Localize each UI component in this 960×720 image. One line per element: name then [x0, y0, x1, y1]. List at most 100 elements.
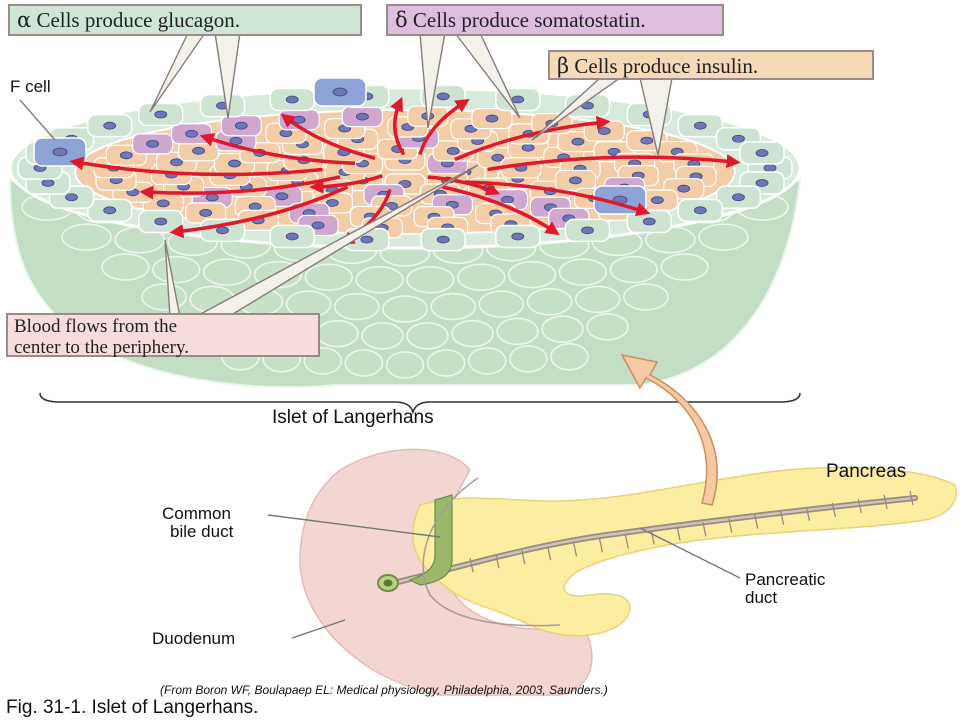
alpha-cell-mantle	[202, 258, 252, 286]
delta-symbol: δ	[395, 8, 408, 32]
bile-duct-line2: bile duct	[170, 522, 234, 542]
duct-branch	[831, 502, 836, 517]
cell-nucleus	[521, 143, 535, 152]
cell-nucleus	[491, 153, 505, 162]
alpha-cell-mantle	[467, 347, 507, 375]
cell-nucleus	[607, 147, 621, 156]
blood-flow-arrow	[169, 185, 349, 239]
cell-nucleus	[279, 129, 293, 138]
blood-flow-arrow	[454, 115, 611, 162]
duct-branch	[883, 494, 888, 510]
cell-nucleus	[154, 110, 168, 119]
pancreatic-duct-inner	[383, 496, 917, 587]
alpha-cell-mantle	[451, 319, 494, 348]
alpha-cell-mantle	[382, 295, 428, 323]
blood-flow-arrow	[280, 113, 376, 160]
cell-nucleus	[501, 195, 514, 204]
cell-nucleus	[228, 159, 241, 168]
cell-nucleus	[693, 206, 707, 215]
duct-branch	[495, 553, 500, 569]
cell-nucleus	[693, 121, 707, 130]
cell-nucleus	[41, 179, 55, 187]
duct-branch	[650, 530, 655, 545]
blood-flow-arrow	[418, 98, 470, 156]
cell-nucleus	[146, 139, 159, 148]
cell-nucleus	[156, 199, 170, 208]
cell-nucleus	[103, 206, 117, 215]
alpha-cell-mantle	[457, 263, 506, 291]
cell-nucleus	[332, 87, 348, 97]
citation: (From Boron WF, Boulapaep EL: Medical ph…	[160, 683, 608, 697]
duct-branch	[624, 534, 629, 549]
alpha-cell-mantle	[550, 343, 589, 371]
duct-branch	[909, 490, 914, 506]
cell-nucleus	[234, 121, 248, 130]
cell-nucleus	[154, 217, 168, 226]
blood-flow-arrows	[69, 96, 741, 246]
alpha-cell-mantle	[558, 258, 608, 286]
pancreas-label: Pancreas	[826, 461, 907, 482]
alpha-cell-mantle	[385, 351, 425, 379]
beta-callout: β Cells produce insulin.	[548, 50, 874, 80]
delta-callout: δ Cells produce somatostatin.	[386, 4, 724, 36]
cell-nucleus	[385, 202, 398, 210]
duct-branch	[779, 510, 785, 525]
alpha-cell-mantle	[141, 283, 187, 311]
blood-flow-arrow	[390, 96, 406, 156]
alpha-cell-mantle	[541, 315, 584, 343]
bile-duct-label: Common bile duct	[162, 504, 234, 542]
duct-branches	[469, 490, 914, 573]
beta-text: Cells produce insulin.	[574, 54, 759, 78]
islet-label: Islet of Langerhans	[272, 407, 434, 428]
pancreatic-duct-leader	[639, 527, 741, 579]
duct-branch	[702, 522, 707, 537]
blood-flow-arrow	[487, 154, 741, 172]
duct-branch	[469, 557, 474, 573]
alpha-cell-mantle	[526, 288, 573, 316]
alpha-cell-mantle	[426, 349, 466, 377]
cell-nucleus	[229, 136, 243, 145]
cell-nucleus	[325, 199, 339, 207]
duct-branch	[572, 542, 578, 557]
figure-caption: Fig. 31-1. Islet of Langerhans.	[6, 697, 259, 718]
cell-nucleus	[436, 235, 450, 244]
cell-nucleus	[199, 209, 213, 217]
duct-branch	[754, 514, 759, 529]
alpha-text: Cells produce glucagon.	[36, 8, 240, 32]
beta-symbol: β	[557, 54, 570, 78]
alpha-cell-mantle	[61, 223, 112, 251]
pancreatic-duct-line1: Pancreatic	[745, 570, 826, 589]
delta-text: Cells produce somatostatin.	[412, 8, 646, 32]
f-cell-pointer	[19, 99, 56, 141]
cell-nucleus	[581, 226, 594, 235]
duct-branch	[598, 538, 604, 553]
alpha-cell-mantle	[609, 255, 658, 284]
cell-nucleus	[571, 137, 585, 146]
cell-nucleus	[597, 127, 611, 135]
blood-flow-arrow	[199, 133, 356, 165]
duct-branch	[547, 546, 552, 561]
alpha-cell-mantle	[101, 253, 150, 281]
duct-branch	[676, 526, 681, 541]
duct-branch	[521, 549, 526, 565]
blood-flow-arrow	[309, 174, 384, 194]
alpha-cell-mantle	[509, 345, 548, 373]
bile-duct-line1: Common	[162, 504, 231, 523]
cell-nucleus	[170, 158, 183, 167]
f-cell-label: F cell	[10, 77, 51, 96]
cell-nucleus	[65, 193, 78, 202]
pancreas-to-islet-arrow	[620, 353, 718, 506]
alpha-cell-mantle	[152, 255, 201, 284]
alpha-callout: α Cells produce glucagon.	[8, 4, 362, 36]
cell-nucleus	[311, 221, 325, 230]
cell-nucleus	[732, 134, 745, 143]
cell-nucleus	[436, 92, 450, 101]
alpha-cell-mantle	[316, 319, 359, 348]
islet-bracket	[39, 392, 801, 415]
surface-cells	[17, 77, 793, 252]
alpha-cell-mantle	[586, 313, 629, 341]
pancreas-shape	[412, 466, 957, 637]
cell-nucleus	[755, 179, 769, 187]
duct-opening-inner	[383, 579, 393, 587]
